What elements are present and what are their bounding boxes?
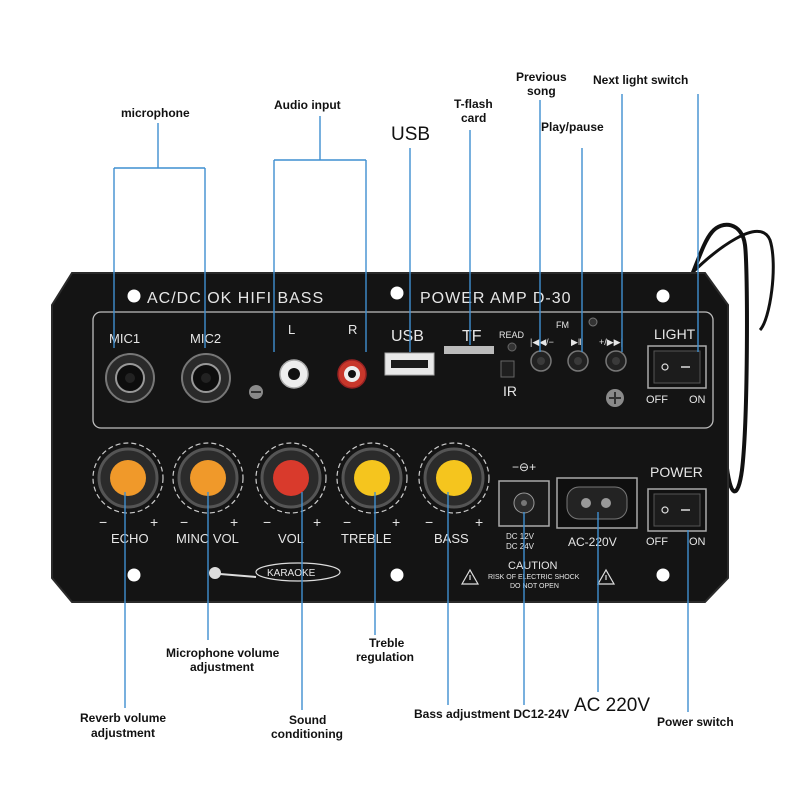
light-off-label: OFF — [646, 394, 668, 406]
power-cable — [688, 222, 775, 494]
panel-header-left: AC/DC OK HIFI BASS — [147, 290, 324, 307]
play-symbol: ▶‖ — [571, 337, 582, 347]
panel-header-right: POWER AMP D-30 — [420, 290, 572, 307]
caution-line-1: RISK OF ELECTRIC SHOCK — [488, 574, 580, 581]
rca-left-jack[interactable] — [279, 359, 309, 389]
callout-ac220: AC 220V — [574, 695, 650, 716]
warning-triangle-icon — [596, 568, 616, 585]
callout-microphone: microphone — [121, 106, 190, 120]
plus-sign: + — [313, 514, 321, 530]
rca-right-label: R — [348, 322, 357, 337]
ac-socket-label: AC-220V — [568, 535, 617, 549]
power-on-label: ON — [689, 536, 706, 548]
karaoke-badge — [255, 562, 341, 582]
minus-sign: − — [425, 514, 433, 530]
callout-mic-vol-1: Microphone volume — [166, 646, 280, 660]
mount-hole — [390, 568, 404, 582]
previous-song-button[interactable] — [530, 350, 552, 372]
power-off-label: OFF — [646, 536, 668, 548]
mount-hole — [390, 286, 404, 300]
callout-audio-input: Audio input — [274, 98, 341, 112]
treble-label: TREBLE — [341, 531, 392, 546]
next-symbol: +/▶▶| — [599, 337, 623, 347]
tf-card-slot[interactable] — [444, 346, 494, 354]
ir-label: IR — [503, 383, 517, 399]
rca-left-label: L — [288, 322, 295, 337]
light-label: LIGHT — [654, 326, 696, 342]
dc-label-12v: DC 12V — [506, 532, 535, 541]
mount-hole — [127, 568, 141, 582]
minus-sign: − — [343, 514, 351, 530]
dc-polarity-label: −⊖+ — [512, 460, 536, 474]
plus-sign: + — [150, 514, 158, 530]
echo-knob[interactable] — [92, 442, 164, 514]
callout-tflash-1: T-flash — [454, 97, 493, 111]
echo-label: ECHO — [111, 531, 149, 546]
minus-sign: − — [99, 514, 107, 530]
mount-hole — [656, 289, 670, 303]
power-label: POWER — [650, 464, 703, 480]
usb-port-label: USB — [391, 328, 424, 345]
next-light-button[interactable] — [605, 350, 627, 372]
read-label: READ — [499, 330, 525, 340]
fm-indicator — [588, 317, 598, 327]
fm-label: FM — [556, 320, 569, 330]
screw-icon — [249, 385, 263, 399]
ir-receiver — [500, 360, 515, 378]
minc-vol-knob[interactable] — [172, 442, 244, 514]
treble-knob[interactable] — [336, 442, 408, 514]
read-led — [507, 342, 517, 352]
plus-sign: + — [475, 514, 483, 530]
callout-power-switch: Power switch — [657, 715, 734, 729]
mount-hole — [127, 289, 141, 303]
bass-knob[interactable] — [418, 442, 490, 514]
caution-title: CAUTION — [508, 560, 558, 572]
dc-label-24v: DC 24V — [506, 542, 535, 551]
mount-hole — [656, 568, 670, 582]
light-on-label: ON — [689, 394, 706, 406]
plus-sign: + — [230, 514, 238, 530]
screw-icon — [606, 389, 624, 407]
callout-treble-1: Treble — [369, 636, 405, 650]
callout-play-pause: Play/pause — [541, 120, 604, 134]
mic2-jack[interactable] — [181, 353, 231, 403]
caution-line-2: DO NOT OPEN — [510, 583, 559, 590]
callout-reverb-2: adjustment — [91, 726, 155, 740]
amplifier-panel: AC/DC OK HIFI BASS POWER AMP D-30 MIC1 M… — [51, 272, 729, 603]
tf-slot-label: TF — [462, 328, 482, 345]
warning-triangle-icon — [460, 568, 480, 585]
plus-sign: + — [392, 514, 400, 530]
vol-knob[interactable] — [255, 442, 327, 514]
minus-sign: − — [180, 514, 188, 530]
microphone-icon — [209, 567, 257, 579]
callout-bass-dc: Bass adjustment DC12-24V — [414, 707, 569, 721]
callout-mic-vol-2: adjustment — [190, 660, 254, 674]
callout-treble-2: regulation — [356, 650, 414, 664]
vol-label: VOL — [278, 531, 304, 546]
karaoke-label: KARAOKE — [267, 568, 316, 579]
callout-sound-1: Sound — [289, 713, 326, 727]
callout-previous-1: Previous — [516, 70, 567, 84]
minus-sign: − — [263, 514, 271, 530]
callout-next-light: Next light switch — [593, 73, 688, 87]
callout-labels: microphone Audio input USB T-flash card … — [80, 70, 734, 741]
bass-label: BASS — [434, 531, 469, 546]
prev-symbol: |◀◀/− — [530, 337, 554, 347]
callout-sound-2: conditioning — [271, 727, 343, 741]
leader-lines — [113, 94, 699, 712]
mic1-label: MIC1 — [109, 331, 140, 346]
callout-usb: USB — [391, 124, 430, 145]
callout-previous-2: song — [527, 84, 556, 98]
play-pause-button[interactable] — [567, 350, 589, 372]
callout-tflash-2: card — [461, 111, 486, 125]
mic1-jack[interactable] — [105, 353, 155, 403]
callout-reverb-1: Reverb volume — [80, 711, 166, 725]
rca-right-jack[interactable] — [337, 359, 367, 389]
